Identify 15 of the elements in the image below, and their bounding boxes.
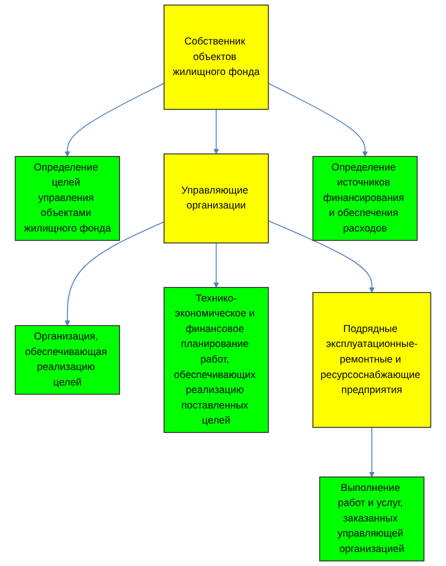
node-box: Собственник объектов жилищного фонда [164, 4, 269, 110]
arrow [268, 220, 375, 293]
node-box: Организация, обеспечивающая реализацию целей [14, 325, 120, 395]
arrow [268, 82, 368, 157]
node-box: Подрядные эксплуатационные-ремонтные и ресурсоснабжающие предприятия [312, 292, 432, 428]
arrow [213, 242, 219, 288]
arrow [64, 82, 165, 157]
node-box: Управляющие организации [164, 153, 269, 244]
arrow [64, 221, 165, 326]
arrow [369, 426, 375, 478]
node-box: Определение источников финансирования и обеспечения расходов [312, 156, 418, 241]
node-box: Технико-экономическое и финансовое планирование работ, обеспечивающих реализацию поставленных целей [164, 286, 269, 433]
node-box: Выполнение работ и услуг, заказанных управляющей организацией [319, 476, 424, 562]
arrow [213, 108, 219, 154]
node-box: Определение целей управления объектами жилищного фонда [14, 156, 120, 241]
